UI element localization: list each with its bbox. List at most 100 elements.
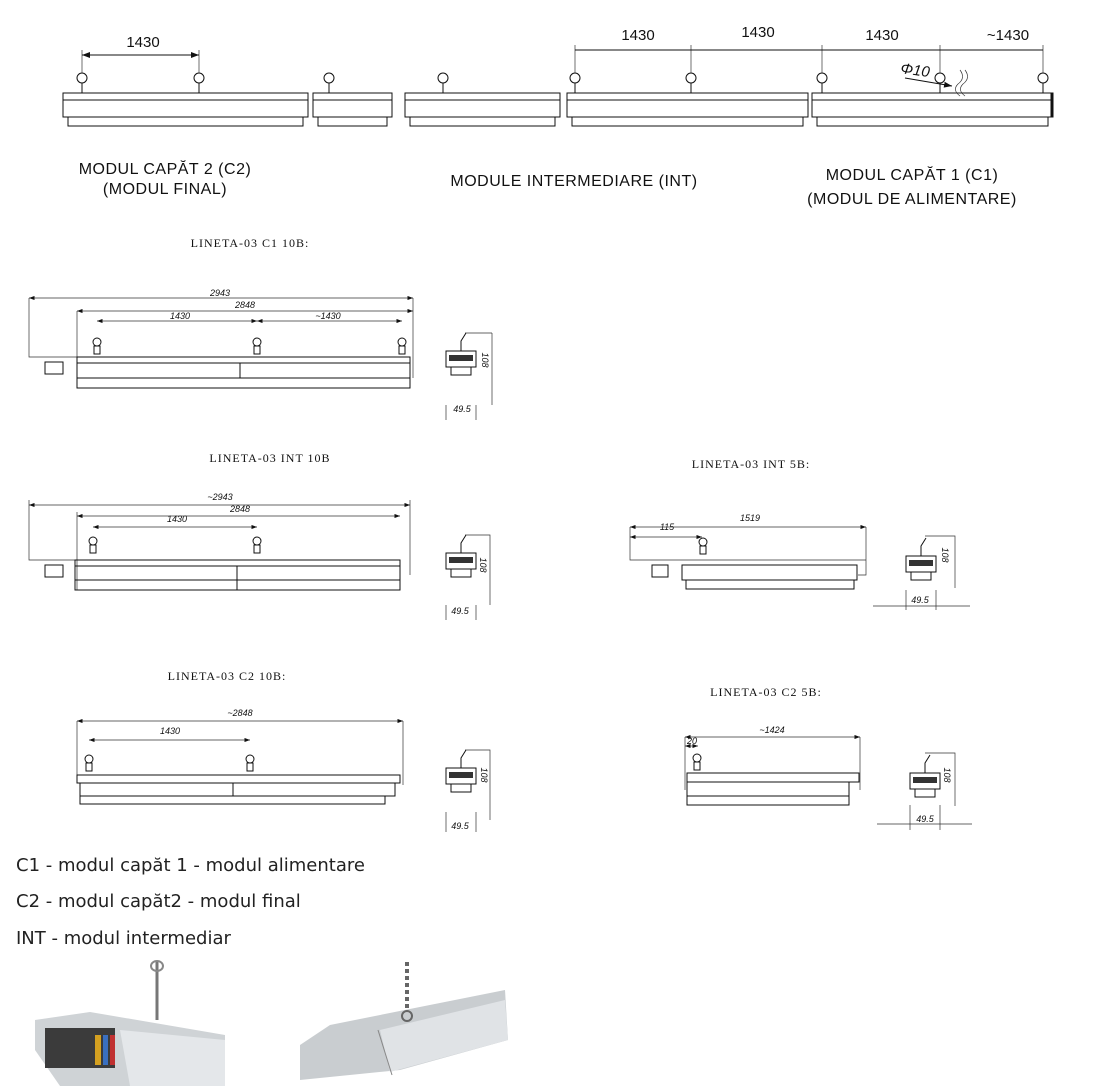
dim-c1-height: 108 [480,352,490,367]
eye-bolt-icon [323,72,335,84]
dim-int10-height: 108 [478,557,488,572]
profile-terminal [909,560,933,566]
eye-bolt-stem [693,761,701,771]
rail-diffuser [409,116,556,127]
eye-bolt-stem [253,544,261,554]
drawing-geometry [28,295,972,832]
side-dims [873,535,970,610]
label-c1-sub: (MODUL DE ALIMENTARE) [807,191,1017,208]
dim-int5-overall: 1519 [740,513,760,523]
eye-bolt-icon [92,337,102,347]
rail-top [74,559,401,567]
profile-terminal [449,355,473,361]
drawing-title-int-10b: LINETA-03 INT 10B [209,451,330,465]
eye-bolt-stem [398,345,406,355]
eye-bolt-icon [934,72,946,84]
rail-segment [62,92,309,101]
rail-body [62,99,309,118]
eye-bolt-icon [437,72,449,84]
rail-diffuser [79,795,386,805]
drawing-title-int-5b: LINETA-03 INT 5B: [692,457,810,471]
dim-overview-4: 1430 [865,27,898,44]
rail-top [76,774,401,784]
eye-bolt-icon [76,72,88,84]
rail-diffuser [317,116,388,127]
rail-top [76,356,411,364]
eye-bolt-icon [252,337,262,347]
outline [76,721,404,785]
rail-body [566,99,809,118]
eye-bolt-icon [88,536,98,546]
rail-segment [404,92,561,101]
outline [28,298,414,388]
rail-body [686,781,850,797]
dim-int5-width: 49.5 [911,595,930,605]
hook-icon [460,749,467,768]
profile-terminal [449,772,473,778]
label-c2-sub: (MODUL FINAL) [103,181,227,198]
dim-overview-2: 1430 [621,27,654,44]
eye-bolt-stem [93,345,101,355]
profile-terminal [449,557,473,563]
label-c2: MODUL CAPĂT 2 (C2) [79,159,252,178]
eye-bolt-stem [699,545,707,555]
dim-overview-3: 1430 [741,24,774,41]
rail-body [681,564,858,581]
hook-icon [920,537,927,556]
dim-int5-height: 108 [940,547,950,562]
rail-body [811,99,1054,118]
eye-bolt-icon [252,536,262,546]
legend-c2: C2 - modul capăt2 - modul final [16,891,301,912]
side-dims [445,534,491,620]
legend-int: INT - modul intermediar [16,928,231,949]
dim-c2-5-width: 49.5 [916,814,935,824]
rail-body [79,782,396,797]
label-c1: MODUL CAPĂT 1 (C1) [826,165,999,184]
drawing-title-c2-10b: LINETA-03 C2 10B: [168,669,287,683]
rail-diffuser [685,579,855,590]
dim-int10-body: 2848 [229,504,250,514]
dim-c2-10-width: 49.5 [451,821,470,831]
legend-c1: C1 - modul capăt 1 - modul alimentare [16,855,365,876]
rail-diffuser [571,116,804,127]
side-dims [445,332,493,420]
dim-c2-10-height: 108 [479,767,489,782]
rail-diffuser [76,377,411,389]
eye-bolt-icon [1037,72,1049,84]
connector-icon [651,564,669,578]
dim-c1-body: 2848 [234,300,255,310]
dim-c1-width: 49.5 [453,404,472,414]
rail-segment [566,92,809,101]
eye-bolt-icon [193,72,205,84]
dim-int10-overall: ~2943 [207,492,232,502]
rail-diffuser [816,116,1049,127]
dim-overview-5: ~1430 [987,27,1029,44]
connector-icon [44,564,64,578]
eye-bolt-icon [685,72,697,84]
side-dims [445,749,491,832]
rail-diffuser [686,795,850,806]
dim-c1-span2: ~1430 [315,311,340,321]
rail-body [76,362,411,379]
dim-overview-1: 1430 [126,34,159,51]
profile-diffuser [450,366,472,376]
hook-icon [460,534,467,553]
eye-bolt-stem [89,544,97,554]
outline [629,527,867,576]
eye-bolt-stem [246,762,254,772]
outline [28,500,411,590]
eye-bolt-icon [692,753,702,763]
dim-c1-span1: 1430 [170,311,190,321]
diameter-label: Φ10 [899,60,931,81]
profile-diffuser [910,571,932,581]
rail-segment [811,92,1054,101]
dim-int10-span: 1430 [167,514,187,524]
eye-bolt-icon [816,72,828,84]
dim-int10-width: 49.5 [451,606,470,616]
hook-icon [924,754,931,773]
profile-diffuser [450,783,472,793]
overview-dimensions: 1430 1430 1430 1430 ~1430 Φ10 [82,24,1043,97]
dim-c2-5-height: 108 [942,767,952,782]
eye-bolt-icon [698,537,708,547]
